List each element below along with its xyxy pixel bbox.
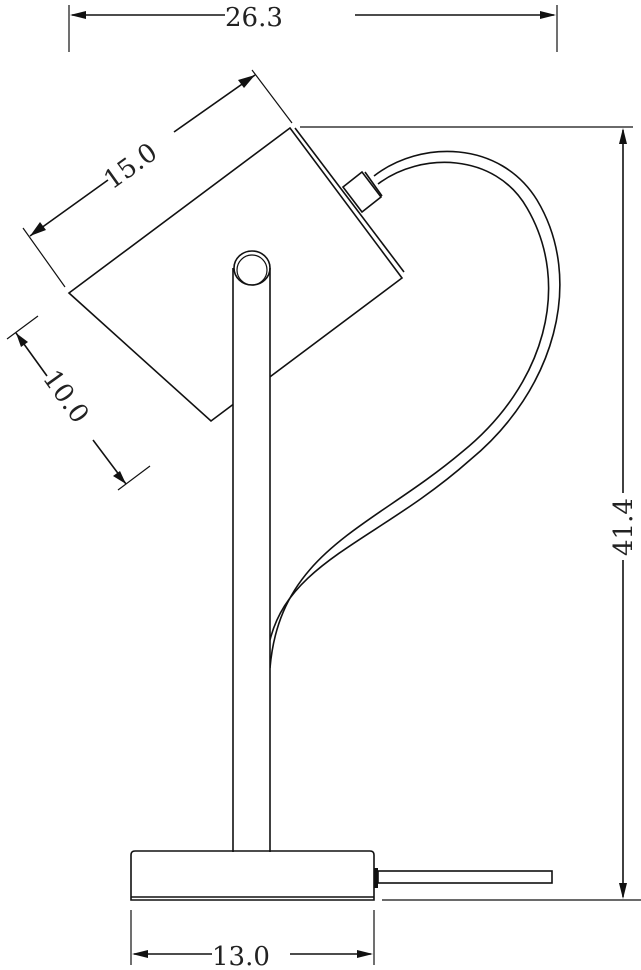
power-cord-exit <box>374 868 553 888</box>
dimension-label-shade-length: 15.0 <box>99 138 164 196</box>
dimension-label-height: 41.4 <box>609 498 639 556</box>
dimension-base-width: 13.0 <box>130 910 375 970</box>
dimension-overall-width: 26.3 <box>68 3 558 52</box>
dimension-label-base-width: 13.0 <box>212 942 270 970</box>
dimension-shade-depth: 10.0 <box>6 315 151 491</box>
power-cord-arm <box>269 150 561 669</box>
cord-connector <box>341 170 383 214</box>
lamp-shade <box>67 126 405 423</box>
lamp-base <box>130 850 375 901</box>
lamp-pole <box>232 250 271 852</box>
dimension-label-width: 26.3 <box>225 3 283 33</box>
dimension-overall-height: 41.4 <box>300 126 641 901</box>
